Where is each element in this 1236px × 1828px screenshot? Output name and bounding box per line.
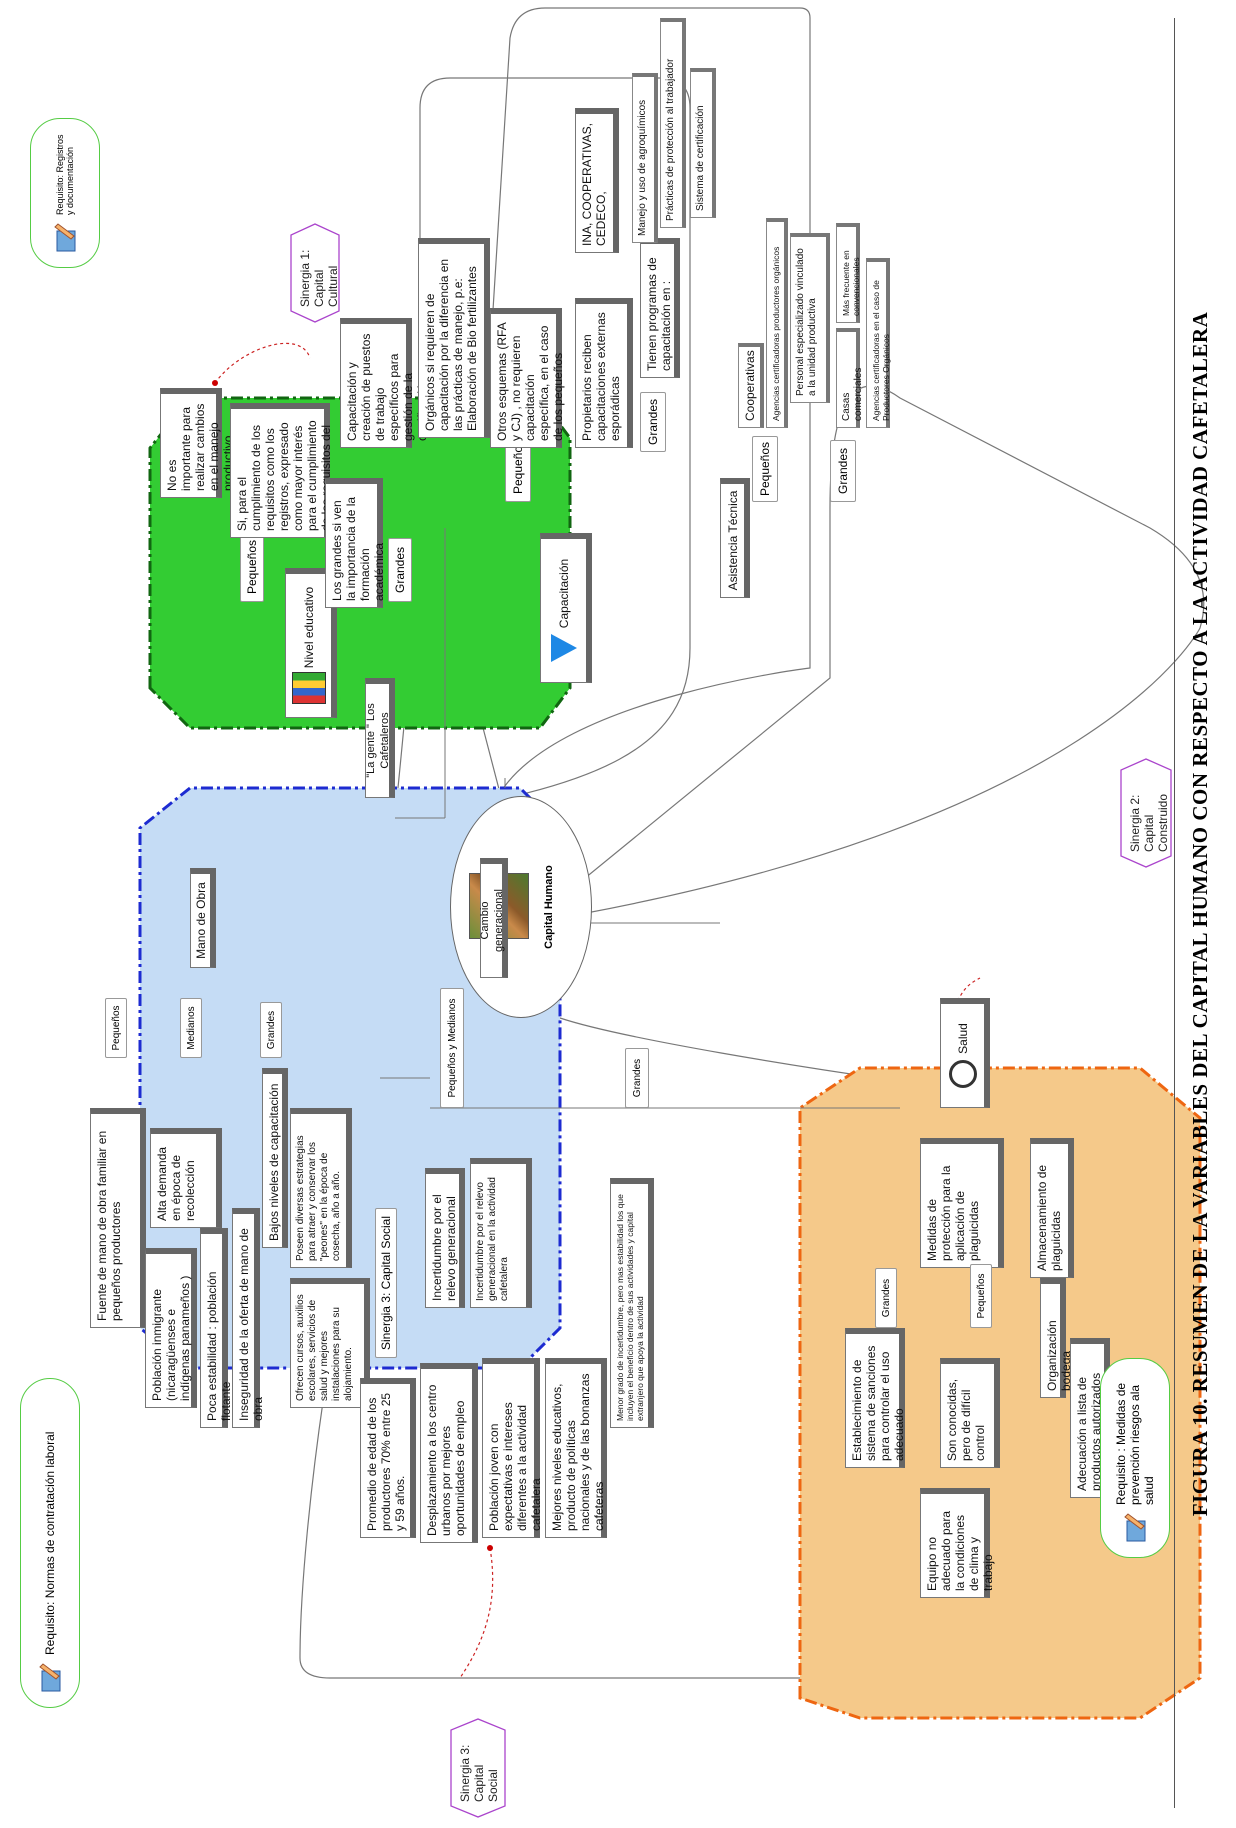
cambio-sub-2: Desplazamiento a los centro urbanos por … [420, 1363, 478, 1543]
cambio-grandes-tag[interactable]: Grandes [625, 1048, 649, 1108]
center-node[interactable]: Capital Humano [450, 796, 592, 1018]
nivel-grandes-item-2: Capacitación y creación de puestos de tr… [340, 318, 429, 448]
mano-medianos-tag[interactable]: Medianos [180, 998, 202, 1058]
funnel-icon [550, 634, 577, 663]
capacitacion-pequenos-item-1: Orgánicos si requieren de capacitación p… [418, 238, 490, 438]
cambio-sub-3: Población joven con expectativas e inter… [482, 1358, 543, 1538]
mano-pequenos-item: Fuente de mano de obra familiar en peque… [90, 1108, 146, 1328]
nivel-pequenos-item-2: Si, para el cumplimiento de los requisit… [230, 403, 347, 538]
capacitacion-grandes-item: Tienen programas de capacitación en : [640, 238, 680, 378]
medidas-grandes-item: Establecimiento de sistema de sanciones … [845, 1328, 906, 1468]
requirement-contratacion[interactable]: Requisito: Normas de contratación labora… [20, 1378, 80, 1708]
capacitacion-node[interactable]: Capacitación [540, 533, 592, 683]
capacitacion-topic-2: Prácticas de protección al trabajador [660, 18, 686, 228]
cambio-pym-item: Incertidumbre por el relevo generacional [425, 1168, 465, 1308]
asistencia-grandes-item-1: Personal especializado vinculado a la un… [790, 233, 830, 403]
capacitacion-pequenos-item-2: Otros esquemas (RFA y CJ) , no requieren… [490, 308, 565, 448]
asistencia-pequenos-tag[interactable]: Pequeños [752, 436, 778, 502]
mano-medianos-extra: Bajos niveles de capacitación [262, 1068, 288, 1248]
mano-grandes-item: Poseen diversas estrategias para atraer … [290, 1108, 352, 1268]
asistencia-grandes-item-4: Agencias certificadoras en el caso de Pr… [866, 258, 891, 428]
certificate-pencil-icon [1124, 1513, 1146, 1542]
asistencia-pequenos-item-1: Cooperativas [738, 343, 764, 428]
synergy-3-tag-cambio[interactable]: Sinergia 3: Capital Social [450, 1718, 506, 1818]
cambio-node[interactable]: Cambio generacional [479, 858, 508, 978]
cambio-pym-side: Incertidumbre por el relevo generacional… [470, 1158, 532, 1308]
salud-node[interactable]: Salud [940, 998, 990, 1108]
certificate-pencil-icon [39, 1663, 61, 1692]
synergy-2-tag[interactable]: Sinergia 2: Capital Construido [1120, 758, 1172, 868]
mano-grandes-tag[interactable]: Grandes [260, 1002, 282, 1058]
cambio-sub-1: Promedio de edad de los productores 70% … [360, 1378, 416, 1538]
center-label: Capital Humano [543, 865, 555, 949]
asistencia-grandes-item-3: Más frecuente en convencionales [836, 223, 861, 323]
medidas-node: Medidas de protección para la aplicación… [920, 1138, 1004, 1268]
cambio-sub-4: Mejores niveles educativos, producto de … [545, 1358, 607, 1538]
asistencia-node[interactable]: Asistencia Técnica [720, 478, 750, 598]
nivel-grandes-item-1: Los grandes si ven la importancia de la … [325, 478, 386, 608]
cambio-grandes-item: Menor grado de incertidumbre, pero mas e… [610, 1178, 654, 1428]
capacitacion-topic-3: Sistema de certificación [690, 68, 716, 218]
nivel-pequenos-tag[interactable]: Pequeños [240, 532, 264, 602]
capacitacion-topic-1: Manejo y uso de agroquímicos [632, 73, 658, 243]
medidas-pequenos-item: Son conocidas, pero de difícil control [940, 1358, 1000, 1468]
capacitacion-grandes-tag[interactable]: Grandes [640, 392, 666, 452]
medidas-grandes-tag[interactable]: Grandes [875, 1268, 897, 1328]
synergy-3-tag-mano[interactable]: Sinergia 3: Capital Social [375, 1208, 397, 1358]
asistencia-grandes-item-2: Casas comerciales [836, 328, 864, 428]
requirement-registros[interactable]: Requisito: Registros y documentación [30, 118, 100, 268]
medidas-pequenos-sub: Equipo no adecuado para la condiciones d… [920, 1488, 995, 1598]
stethoscope-icon [948, 1059, 977, 1088]
capacitacion-providers: INA, COOPERATIVAS, CEDECO, [575, 108, 619, 253]
mano-medianos-sub-3: Inseguridad de la oferta de mano de obra [232, 1208, 265, 1428]
gente-node[interactable]: "La gente " Los Cafetaleros [365, 678, 395, 798]
certificate-pencil-icon [54, 223, 76, 252]
cambio-pym-tag[interactable]: Pequeños y Medianos [440, 988, 464, 1108]
asistencia-grandes-tag[interactable]: Grandes [830, 440, 856, 502]
books-icon [291, 672, 326, 705]
caption-rule [1174, 18, 1175, 1808]
asistencia-pequenos-item-2: Agencias certificadoras productores orgá… [766, 218, 788, 428]
medidas-pequenos-tag[interactable]: Pequeños [970, 1264, 992, 1328]
requirement-salud[interactable]: Requisito : Medidas de prevención riesgo… [1100, 1358, 1170, 1558]
mano-medianos-sub-2: Poca estabilidad : población flotante [200, 1228, 233, 1428]
mano-medianos-sub-1: Población inmigrante (nicaragüenses e in… [145, 1248, 197, 1408]
mano-grandes-sub: Ofrecen cursos, auxilios escolares, serv… [290, 1278, 370, 1408]
almacenamiento-item-1: Organización bodega [1040, 1278, 1073, 1398]
nivel-grandes-tag[interactable]: Grandes [388, 538, 412, 602]
mano-medianos-item: Alta demanda en época de recolección [150, 1128, 222, 1228]
nivel-pequenos-item-1: No es importante para realizar cambios e… [160, 388, 235, 498]
capacitacion-pequenos-item-3: Propietarios reciben capacitaciones exte… [575, 298, 633, 448]
synergy-1-tag[interactable]: Sinergia 1: Capital Cultural [290, 223, 340, 323]
mano-pequenos-tag[interactable]: Pequeños [105, 998, 127, 1058]
mano-de-obra-node[interactable]: Mano de Obra [190, 868, 216, 968]
figure-title: FIGURA 10. RESUMEN DE LA VARIABLES DEL C… [1188, 311, 1212, 1517]
almacenamiento-node: Almacenamiento de plaguicidas [1030, 1138, 1074, 1278]
